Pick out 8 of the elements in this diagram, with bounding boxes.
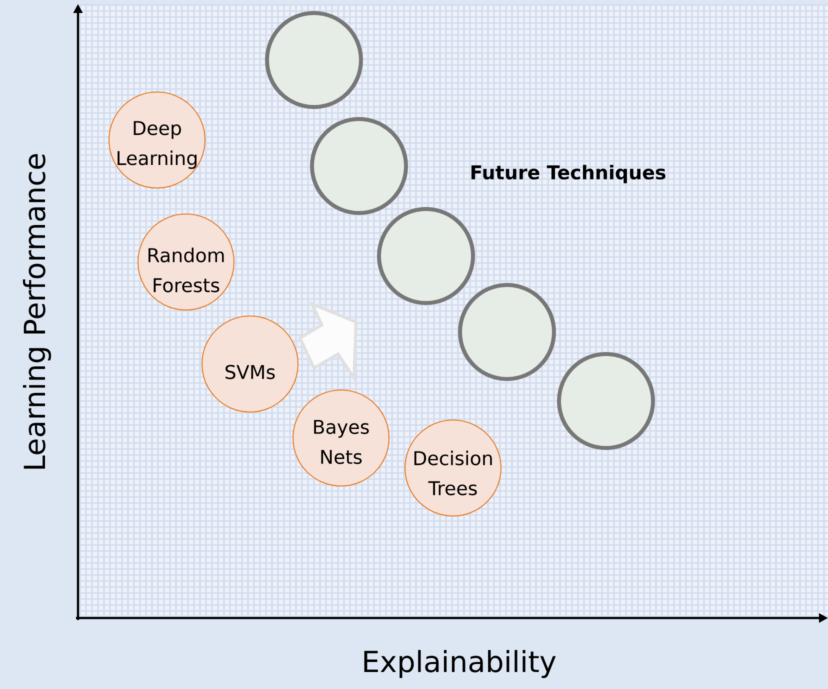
empty-circle [458, 283, 556, 381]
empty-circle [310, 117, 408, 215]
empty-circle [265, 11, 363, 109]
group-label: Future Techniques [472, 164, 666, 184]
axis-label: Learning Performance [22, 154, 52, 469]
empty-circle [377, 207, 475, 305]
axis-label: Explainability [364, 650, 556, 678]
empty-circle [557, 352, 655, 450]
